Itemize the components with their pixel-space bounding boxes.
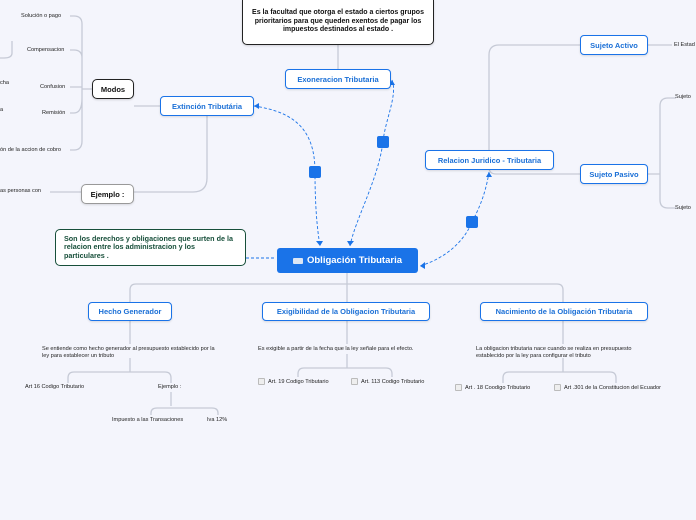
extincion-ejemplo-node[interactable]: Ejemplo : xyxy=(81,184,134,204)
checkbox-icon[interactable] xyxy=(455,384,462,391)
note-icon[interactable] xyxy=(377,136,389,148)
extincion-ejemplo-label: Ejemplo : xyxy=(90,189,125,199)
note-icon[interactable] xyxy=(309,166,321,178)
definition-node[interactable]: Son los derechos y obligaciones que surt… xyxy=(55,229,246,266)
modos-item: Solución o pago xyxy=(21,13,62,19)
hecho-generador-ejemplo: Impuesto a las Transaciones xyxy=(112,417,184,423)
exoneracion-label: Exoneracion Tributaria xyxy=(297,74,379,84)
hecho-generador-node[interactable]: Hecho Generador xyxy=(88,302,172,321)
exoneracion-description-node[interactable]: Es la facultad que otorga el estado a ci… xyxy=(242,0,434,45)
exigibilidad-article[interactable]: Art. 113 Codigo Tributario xyxy=(351,378,424,386)
nacimiento-description: La obligacion tributaria nace cuando se … xyxy=(476,346,632,359)
sujeto-pasivo-child: Sujeto xyxy=(675,94,691,100)
exigibilidad-description: Es exigible a partir de la fecha que la … xyxy=(258,346,414,352)
modos-node[interactable]: Modos xyxy=(92,79,134,99)
nacimiento-article[interactable]: Art . 18 Coodigo Tributario xyxy=(455,384,530,392)
modos-label: Modos xyxy=(100,84,126,94)
modos-item: ón de la accion de cobro xyxy=(0,147,61,153)
exoneracion-node[interactable]: Exoneracion Tributaria xyxy=(285,69,391,89)
exigibilidad-article-label: Art. 19 Codigo Tributario xyxy=(268,378,329,385)
modos-item: Confusion xyxy=(40,84,66,90)
sujeto-activo-child: El Estad xyxy=(674,42,695,48)
checkbox-icon[interactable] xyxy=(351,378,358,385)
sujeto-activo-node[interactable]: Sujeto Activo xyxy=(580,35,648,55)
central-node[interactable]: Obligación Tributaria xyxy=(277,248,418,273)
sujeto-pasivo-label: Sujeto Pasivo xyxy=(589,169,639,179)
relacion-node[interactable]: Relacion Juridico - Tributaria xyxy=(425,150,554,170)
extincion-label: Extinción Tributária xyxy=(171,101,242,111)
list-icon xyxy=(292,257,303,264)
clipped-fragment: cha xyxy=(0,80,10,86)
checkbox-icon[interactable] xyxy=(258,378,265,385)
sujeto-pasivo-node[interactable]: Sujeto Pasivo xyxy=(580,164,648,184)
modos-item: Remisión xyxy=(42,110,66,116)
definition-text: Son los derechos y obligaciones que surt… xyxy=(64,233,233,260)
central-node-label: Obligación Tributaria xyxy=(306,255,402,266)
extincion-ejemplo-text: as personas con xyxy=(0,188,42,194)
exigibilidad-label: Exigibilidad de la Obligacion Tributaria xyxy=(276,307,416,316)
sujeto-activo-label: Sujeto Activo xyxy=(590,40,638,50)
nacimiento-label: Nacimiento de la Obligación Tributaria xyxy=(495,307,633,316)
nacimiento-article-label: Art .301 de la Constitucion del Ecuador xyxy=(564,384,662,391)
note-icon[interactable] xyxy=(466,216,478,228)
nacimiento-node[interactable]: Nacimiento de la Obligación Tributaria xyxy=(480,302,648,321)
exoneracion-description: Es la facultad que otorga el estado a ci… xyxy=(252,9,424,34)
modos-item: Compensacion xyxy=(27,47,65,53)
exigibilidad-node[interactable]: Exigibilidad de la Obligacion Tributaria xyxy=(262,302,430,321)
extincion-node[interactable]: Extinción Tributária xyxy=(160,96,254,116)
hecho-generador-label: Hecho Generador xyxy=(98,307,162,316)
nacimiento-article-label: Art . 18 Coodigo Tributario xyxy=(465,384,531,391)
hecho-generador-ejemplo-label: Ejemplo : xyxy=(158,384,182,390)
sujeto-pasivo-child: Sujeto xyxy=(675,205,691,211)
relacion-label: Relacion Juridico - Tributaria xyxy=(437,155,542,165)
exigibilidad-article[interactable]: Art. 19 Codigo Tributario xyxy=(258,378,329,386)
exigibilidad-article-label: Art. 113 Codigo Tributario xyxy=(361,378,425,385)
checkbox-icon[interactable] xyxy=(554,384,561,391)
hecho-generador-article: Art 16 Codigo Tributario xyxy=(25,384,85,390)
hecho-generador-ejemplo: Iva 12% xyxy=(207,417,228,423)
hecho-generador-description: Se entiende como hecho generador al pres… xyxy=(42,346,215,359)
clipped-fragment: a xyxy=(0,107,4,113)
nacimiento-article[interactable]: Art .301 de la Constitucion del Ecuador xyxy=(554,384,661,392)
